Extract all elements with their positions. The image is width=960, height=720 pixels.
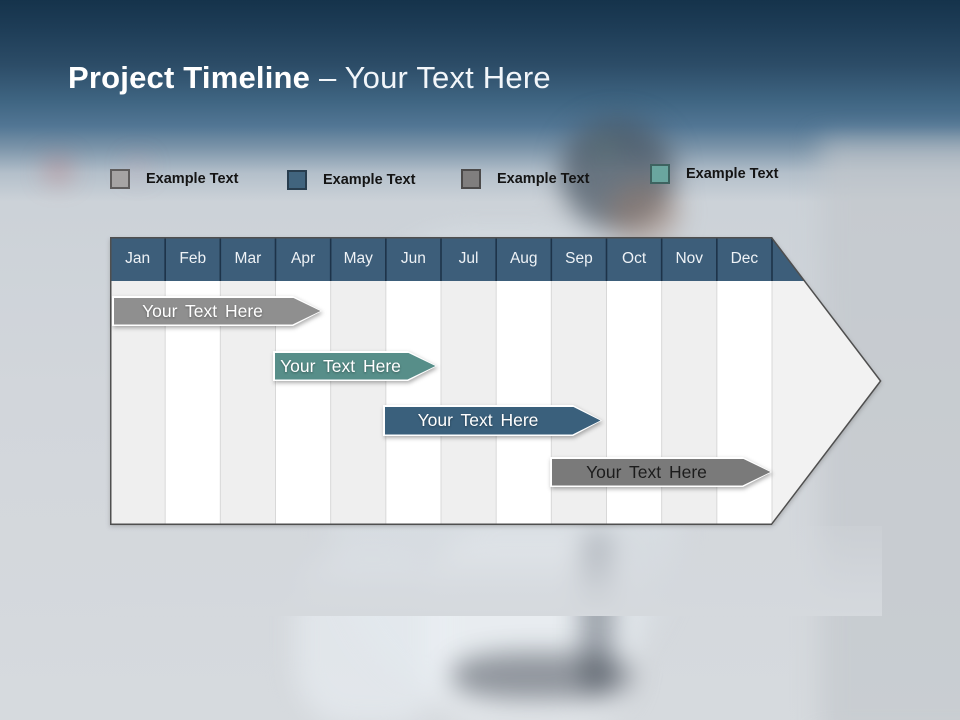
month-label: Jun (400, 250, 426, 267)
task-bar-label: Your Text Here (417, 410, 539, 430)
background-bokeh-dot (46, 158, 70, 182)
task-bar-label: Your Text Here (586, 461, 707, 482)
legend-item: Example Text (287, 170, 415, 190)
legend-label: Example Text (686, 166, 779, 182)
task-bar-label: Your Text Here (280, 355, 401, 376)
legend-label: Example Text (497, 171, 590, 187)
task-bar-3: Your Text Here (383, 405, 602, 436)
month-label: May (343, 250, 373, 267)
task-bar-4: Your Text Here (550, 457, 772, 487)
month-label: Sep (565, 250, 593, 267)
task-bar-fill (552, 459, 771, 486)
task-bar-fill (385, 407, 601, 435)
month-label: Nov (675, 250, 704, 267)
legend-label: Example Text (323, 172, 416, 188)
month-label: Aug (509, 250, 538, 267)
background-sleeve-shape (295, 555, 445, 720)
legend-item: Example Text (461, 169, 589, 189)
background-belt-shape (452, 652, 632, 700)
background-bokeh-dot (596, 140, 613, 157)
slide-title-subtitle: – Your Text Here (318, 60, 551, 95)
month-label: Jan (125, 250, 151, 267)
background-hand-shape (608, 182, 680, 244)
month-label: Mar (234, 250, 262, 267)
slide-title: Project Timeline – Your Text Here (68, 60, 551, 96)
task-bar-label: Your Text Here (142, 300, 263, 321)
slide-title-main: Project Timeline (68, 60, 311, 95)
month-label: Feb (179, 250, 207, 267)
background-bokeh-dot (130, 160, 145, 175)
legend-item: Example Text (650, 164, 778, 184)
legend-label: Example Text (146, 171, 239, 187)
month-label: Apr (291, 250, 316, 267)
timeline-grid (110, 237, 882, 525)
task-bar-2: Your Text Here (273, 351, 437, 381)
task-bar-1: Your Text Here (112, 296, 322, 326)
legend-swatch-teal (650, 164, 670, 184)
task-bar-fill (275, 353, 436, 380)
legend-swatch-gray-light (110, 169, 130, 189)
month-label: Oct (622, 250, 647, 267)
timeline-arrow-chart: Jan Feb Mar Apr May Jun Jul Aug Sep Oct … (110, 237, 882, 525)
legend-swatch-gray (461, 169, 481, 189)
task-bar-fill (114, 298, 321, 325)
legend-swatch-blue (287, 170, 307, 190)
legend-item: Example Text (110, 169, 238, 189)
month-label: Dec (730, 250, 759, 267)
month-header-row: Jan Feb Mar Apr May Jun Jul Aug Sep Oct … (110, 237, 882, 281)
month-label: Jul (458, 250, 479, 267)
